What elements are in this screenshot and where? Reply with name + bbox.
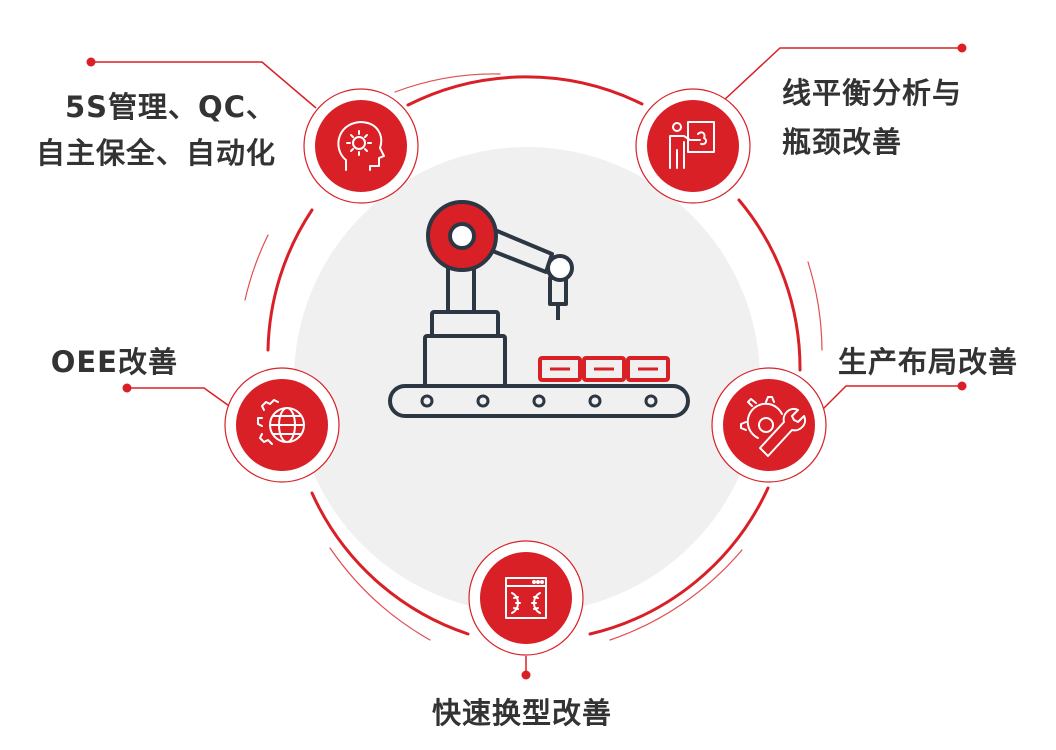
globe-gear-icon xyxy=(257,399,305,445)
ring-arc xyxy=(406,75,644,107)
dot xyxy=(521,670,531,680)
dot xyxy=(957,381,967,391)
presenter-board-icon xyxy=(669,121,715,169)
node-smed[interactable] xyxy=(468,540,584,656)
label-oee: OEE改善 xyxy=(50,345,178,379)
ring-arc xyxy=(310,491,470,636)
connector-line xyxy=(721,47,962,103)
label-line: 线平衡分析与 xyxy=(782,76,963,110)
thin-arc xyxy=(329,547,431,641)
outer-ring xyxy=(266,75,802,636)
node-5s[interactable] xyxy=(303,88,419,204)
thin-arc xyxy=(807,261,823,351)
ring-arc xyxy=(737,198,802,372)
dot xyxy=(957,43,967,53)
window-gears-icon xyxy=(505,577,547,619)
node-line[interactable] xyxy=(635,88,751,204)
label-line: 自主保全、自动化 xyxy=(35,136,276,170)
label-line-balance: 线平衡分析与 瓶颈改善 xyxy=(782,69,962,167)
thin-arc xyxy=(244,234,269,301)
connector-dots xyxy=(86,43,967,680)
connector-5s xyxy=(91,61,317,109)
label-5s: 5S管理、QC、 自主保全、自动化 xyxy=(36,84,276,176)
connectors xyxy=(91,47,962,675)
ring-arc xyxy=(588,486,770,636)
gear-wrench-icon xyxy=(740,396,806,457)
head-gear-icon xyxy=(337,121,385,171)
label-smed: 快速换型改善 xyxy=(432,696,613,730)
outer-thin-ring xyxy=(244,73,823,641)
connector-oee xyxy=(127,387,233,409)
node-layout[interactable] xyxy=(711,367,827,483)
connector-layout xyxy=(821,385,962,411)
dot xyxy=(86,57,96,67)
label-layout: 生产布局改善 xyxy=(838,345,1019,379)
robot-arm-conveyor-icon xyxy=(388,200,690,418)
dot xyxy=(122,383,132,393)
node-oee[interactable] xyxy=(224,367,340,483)
center-background-circle xyxy=(294,147,760,613)
label-line: 瓶颈改善 xyxy=(782,125,903,159)
thin-arc xyxy=(394,73,501,93)
thin-arc xyxy=(609,549,743,641)
label-line: 5S管理、QC、 xyxy=(64,90,276,124)
ring-arc xyxy=(266,208,314,352)
